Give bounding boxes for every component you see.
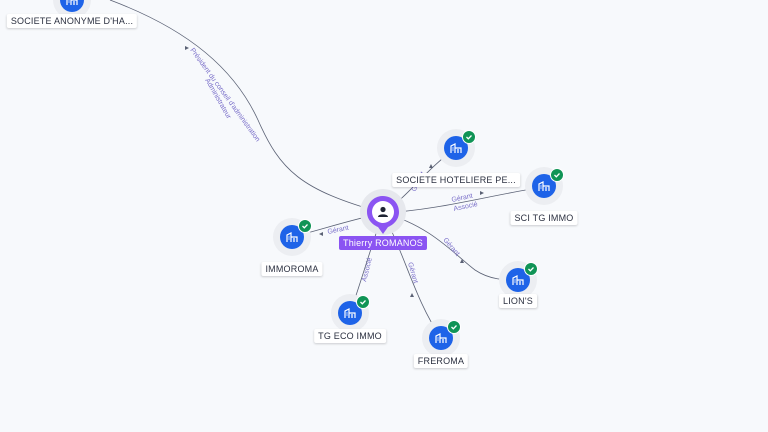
edge-label: Gérant (441, 237, 460, 258)
company-label: SOCIETE HOTELIERE PE... (392, 173, 520, 187)
arrow-marker (185, 46, 189, 50)
arrow-marker (480, 191, 484, 195)
edge-label: Associé (453, 201, 479, 213)
building-icon (60, 0, 84, 12)
verified-check-icon (356, 295, 370, 309)
edge-label: Gérant (406, 262, 419, 285)
edge-label: Gérant (327, 225, 349, 236)
company-label: TG ECO IMMO (314, 329, 386, 343)
arrow-marker (429, 164, 433, 168)
verified-check-icon (524, 262, 538, 276)
edge-label: Associé (361, 257, 374, 283)
person-icon (367, 196, 399, 234)
edge-societe-anonyme[interactable] (109, 0, 384, 214)
company-label: FREROMA (413, 354, 469, 368)
person-name-label: Thierry ROMANOS (338, 236, 428, 250)
verified-check-icon (550, 168, 564, 182)
edge-label: Gérant (451, 193, 473, 204)
company-label: SOCIETE ANONYME D'HA... (6, 14, 138, 28)
verified-check-icon (447, 320, 461, 334)
verified-check-icon (298, 219, 312, 233)
arrow-marker (460, 259, 464, 263)
arrow-marker (410, 293, 414, 297)
company-label: SCI TG IMMO (510, 211, 578, 225)
company-label: LION'S (499, 294, 537, 308)
edge-label: Président du conseil d'administration (188, 47, 261, 143)
company-label: IMMOROMA (261, 262, 323, 276)
arrow-marker (319, 232, 323, 236)
verified-check-icon (462, 130, 476, 144)
